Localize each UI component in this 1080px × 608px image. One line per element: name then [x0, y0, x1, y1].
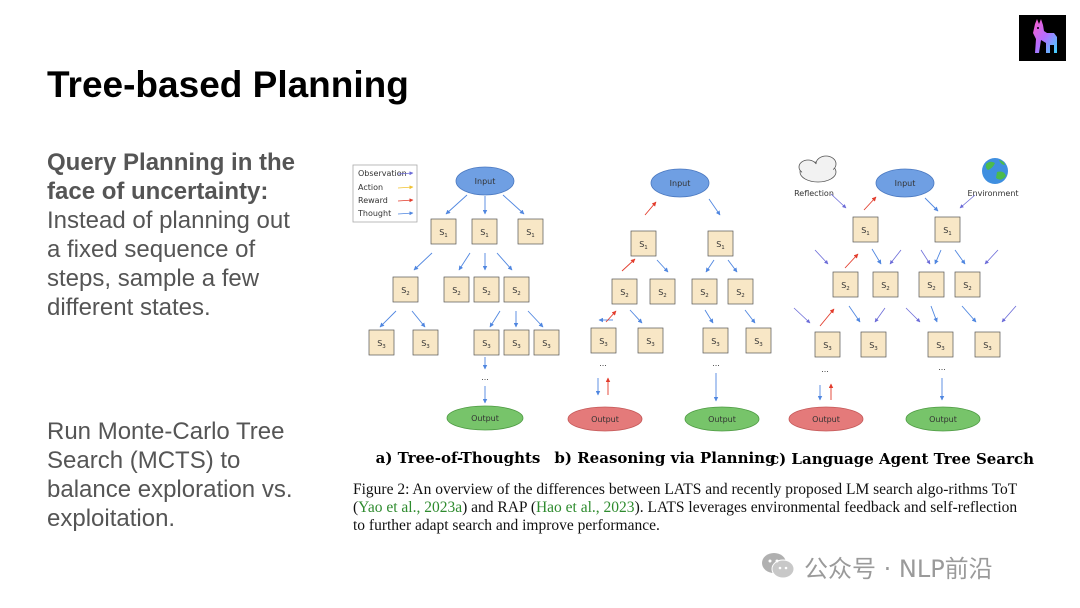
lats-s3-label-2: S3 [869, 341, 878, 352]
rap-s1-label-1: S1 [639, 240, 648, 251]
lats-ellipsis-1: ... [821, 365, 829, 374]
legend: Observation Action Reward Thought [352, 164, 418, 223]
tot-s1-label-2: S1 [480, 228, 489, 239]
figure-caption-text-1: Figure 2: An overview of the differences… [353, 481, 1017, 516]
tot-output-label: Output [471, 414, 499, 423]
tot-input-label: Input [475, 177, 496, 186]
environment-globe-icon [982, 158, 1008, 184]
figure-caption-ref-tot[interactable]: Yao et al., 2023a [358, 499, 463, 516]
rap-output-green-node [684, 406, 760, 432]
rap-ellipsis-1: ... [599, 359, 607, 368]
query-planning-bold: Query Planning in the face of uncertaint… [47, 149, 296, 205]
rap-output-red-label: Output [591, 415, 619, 424]
tot-s1-label-3: S1 [526, 228, 535, 239]
reflection-label: Reflection [794, 189, 834, 198]
rap-s3-label-3: S3 [711, 337, 720, 348]
lats-output-green-node [905, 406, 981, 432]
query-planning-paragraph: Query Planning in the face of uncertaint… [47, 148, 297, 322]
tot-s2-label-2: S2 [452, 286, 461, 297]
lats-s3-label-3: S3 [936, 341, 945, 352]
tot-s1-label-1: S1 [439, 228, 448, 239]
rap-input-node [650, 168, 710, 198]
tot-s3-label-4: S3 [512, 339, 521, 350]
tot-s1-node-3 [517, 218, 544, 245]
tot-ellipsis: ... [481, 373, 489, 382]
lats-output-red-node [788, 406, 864, 432]
lats-input-node [875, 168, 935, 198]
lats-s2-label-2: S2 [881, 281, 890, 292]
rap-s3-label-4: S3 [754, 337, 763, 348]
query-planning-rest: Instead of planning out a fixed sequence… [47, 207, 290, 321]
caption-lats: c) Language Agent Tree Search [770, 450, 1034, 468]
figure-caption: Figure 2: An overview of the differences… [353, 481, 1033, 535]
lats-ellipsis-2: ... [938, 363, 946, 372]
rap-s2-label-4: S2 [736, 288, 745, 299]
tot-s1-node-1 [430, 218, 457, 245]
figure-caption-ref-rap[interactable]: Hao et al., 2023 [535, 499, 635, 516]
lats-tree: Reflection Environment Input S1 S1 S2 S2 [788, 155, 1019, 432]
tot-input-node [455, 166, 515, 196]
legend-thought: Thought [357, 209, 391, 218]
tot-s2-label-4: S2 [512, 286, 521, 297]
lats-s1-label-1: S1 [861, 226, 870, 237]
mcts-paragraph: Run Monte-Carlo Tree Search (MCTS) to ba… [47, 418, 293, 532]
watermark: 公众号 · NLP前沿 [760, 548, 993, 584]
caption-reasoning-via-planning: b) Reasoning via Planning [554, 449, 776, 467]
rap-s2-label-2: S2 [658, 288, 667, 299]
figure-caption-text-2: ) and RAP ( [462, 499, 536, 516]
rap-output-red-node [567, 406, 643, 432]
tot-s2-label-1: S2 [401, 286, 410, 297]
tot-s3-label-2: S3 [421, 339, 430, 350]
tot-s3-label-1: S3 [377, 339, 386, 350]
legend-reward: Reward [358, 196, 388, 205]
wechat-icon [762, 553, 795, 579]
lats-s2-label-4: S2 [963, 281, 972, 292]
rap-ellipsis-2: ... [712, 359, 720, 368]
rap-output-green-label: Output [708, 415, 736, 424]
caption-tree-of-thoughts: a) Tree-of-Thoughts [376, 449, 541, 467]
rap-tree: Input S1 S1 S2 S2 S2 S2 S3 S3 S3 S3 ... [567, 168, 772, 432]
lats-s3-label-1: S3 [823, 341, 832, 352]
lats-input-label: Input [895, 179, 916, 188]
tot-output-node [446, 405, 524, 431]
lats-s1-label-2: S1 [943, 226, 952, 237]
rap-s2-label-3: S2 [700, 288, 709, 299]
watermark-text: 公众号 · NLP前沿 [804, 554, 993, 583]
rap-s3-label-2: S3 [646, 337, 655, 348]
lats-s2-label-3: S2 [927, 281, 936, 292]
lats-output-green-label: Output [929, 415, 957, 424]
slide-title: Tree-based Planning [47, 64, 409, 105]
llama-logo-icon [1019, 15, 1066, 61]
legend-observation: Observation [358, 169, 407, 178]
lats-output-red-label: Output [812, 415, 840, 424]
tot-s1-node-2 [471, 218, 498, 245]
lats-s3-label-4: S3 [983, 341, 992, 352]
tot-s2-label-3: S2 [482, 286, 491, 297]
tot-s3-label-3: S3 [482, 339, 491, 350]
rap-s1-label-2: S1 [716, 240, 725, 251]
legend-action: Action [358, 183, 383, 192]
rap-s3-label-1: S3 [599, 337, 608, 348]
tot-s3-label-5: S3 [542, 339, 551, 350]
rap-s2-label-1: S2 [620, 288, 629, 299]
lats-s2-label-1: S2 [841, 281, 850, 292]
reflection-cloud-icon [798, 155, 837, 183]
environment-label: Environment [967, 189, 1018, 198]
tot-tree: Input S1 S1 S1 S2 S2 S2 S2 S3 S3 S3 [368, 166, 560, 431]
rap-input-label: Input [670, 179, 691, 188]
figure-caption-text-3: ). LATS leverages environmental feedback… [353, 499, 1018, 534]
